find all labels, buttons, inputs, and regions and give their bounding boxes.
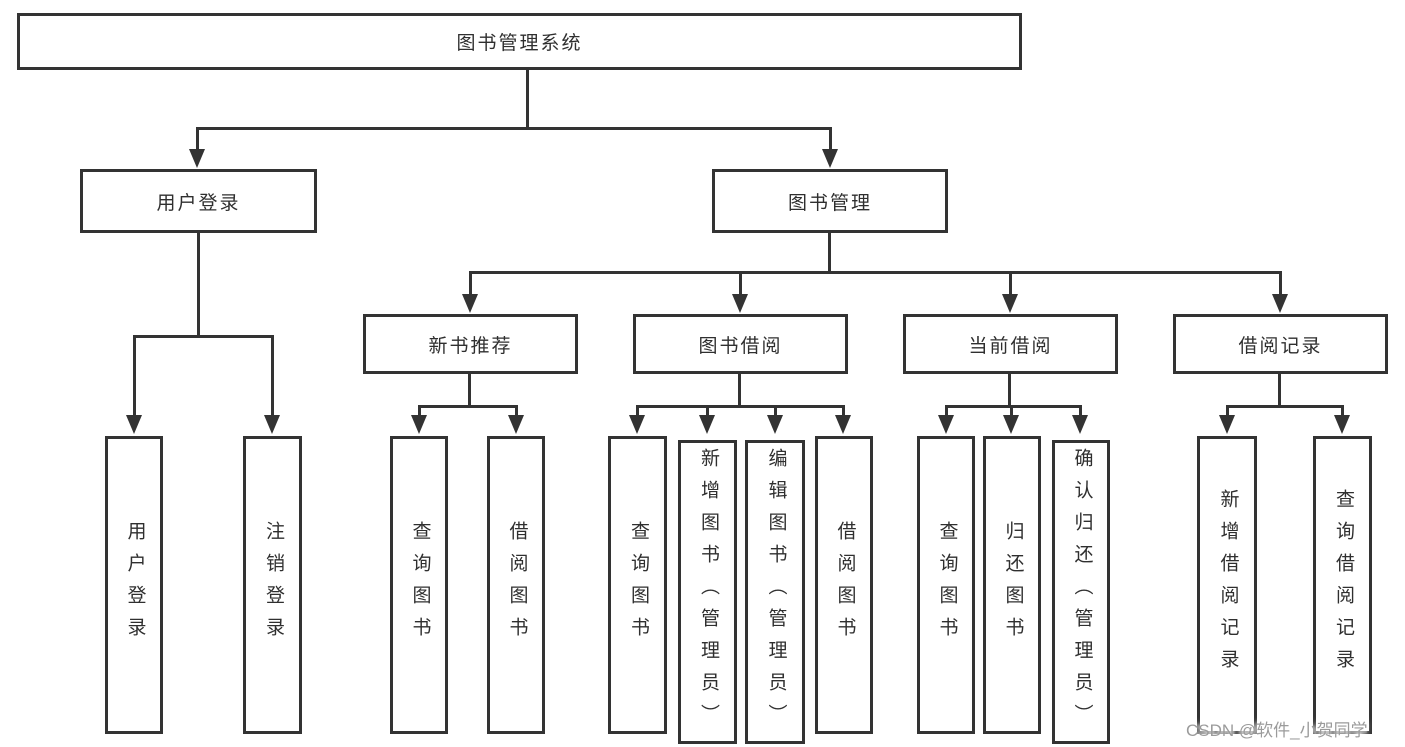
node-label: 借阅图书 — [834, 521, 856, 649]
connector-user-login-drop — [197, 233, 200, 338]
connector-arrow-stem — [133, 335, 136, 416]
arrowhead — [126, 415, 142, 434]
arrowhead — [835, 415, 851, 434]
node-label: 查询图书 — [627, 521, 649, 649]
arrowhead — [508, 415, 524, 434]
node-label: 归还图书 — [1002, 521, 1024, 649]
leaf-query-borrow-record: 查询借阅记录 — [1313, 436, 1372, 734]
node-label: 新增图书（管理员） — [697, 448, 719, 736]
node-label: 查询图书 — [936, 521, 958, 649]
leaf-edit-books-admin: 编辑图书（管理员） — [745, 440, 805, 744]
node-label: 查询图书 — [409, 521, 431, 649]
arrowhead — [732, 294, 748, 313]
connector-arrow-stem — [515, 405, 518, 417]
arrowhead — [1002, 294, 1018, 313]
arrowhead — [411, 415, 427, 434]
node-label: 当前借阅 — [968, 335, 1053, 357]
connector-arrow-stem — [1010, 405, 1013, 417]
connector-arrow-stem — [636, 405, 639, 417]
arrowhead — [1334, 415, 1350, 434]
node-label: 查询借阅记录 — [1332, 489, 1354, 681]
node-borrowing-records: 借阅记录 — [1173, 314, 1388, 374]
node-label: 用户登录 — [124, 521, 146, 649]
connector-level2-rail — [469, 271, 1281, 274]
connector-arrow-stem — [739, 271, 742, 295]
connector-arrow-stem — [945, 405, 948, 417]
leaf-return-books: 归还图书 — [983, 436, 1041, 734]
node-new-book-recommend: 新书推荐 — [363, 314, 578, 374]
connector-arrow-stem — [842, 405, 845, 417]
leaf-add-borrow-record: 新增借阅记录 — [1197, 436, 1257, 734]
connector-group-drop — [738, 374, 741, 408]
node-user-login: 用户登录 — [80, 169, 317, 233]
leaf-query-books-borrowing: 查询图书 — [608, 436, 667, 734]
arrowhead — [1072, 415, 1088, 434]
connector-user-login-rail — [133, 335, 273, 338]
arrowhead — [1219, 415, 1235, 434]
connector-group-rail — [1226, 405, 1344, 408]
connector-arrow-stem — [196, 127, 199, 151]
leaf-query-books-current: 查询图书 — [917, 436, 975, 734]
leaf-logout: 注销登录 — [243, 436, 302, 734]
connector-arrow-stem — [774, 405, 777, 417]
connector-arrow-stem — [1279, 271, 1282, 295]
arrowhead — [938, 415, 954, 434]
leaf-confirm-return-admin: 确认归还（管理员） — [1052, 440, 1110, 744]
node-label: 注销登录 — [262, 521, 284, 649]
node-label: 新增借阅记录 — [1217, 489, 1239, 681]
leaf-add-books-admin: 新增图书（管理员） — [678, 440, 737, 744]
node-label: 编辑图书（管理员） — [765, 448, 787, 736]
arrowhead — [822, 149, 838, 168]
node-label: 借阅记录 — [1238, 335, 1323, 357]
connector-root-drop — [526, 70, 529, 130]
node-book-management: 图书管理 — [712, 169, 948, 233]
arrowhead — [1003, 415, 1019, 434]
connector-group-drop — [1008, 374, 1011, 408]
arrowhead — [699, 415, 715, 434]
connector-arrow-stem — [469, 271, 472, 295]
connector-level1-rail — [196, 127, 830, 130]
connector-group-rail — [945, 405, 1082, 408]
leaf-borrow-books-recommend: 借阅图书 — [487, 436, 545, 734]
connector-group-rail — [636, 405, 845, 408]
arrowhead — [629, 415, 645, 434]
node-label: 图书借阅 — [698, 335, 783, 357]
node-label: 图书管理系统 — [456, 33, 583, 54]
connector-book-mgmt-drop — [828, 233, 831, 274]
connector-arrow-stem — [829, 127, 832, 151]
leaf-query-books-recommend: 查询图书 — [390, 436, 448, 734]
connector-arrow-stem — [706, 405, 709, 417]
node-label: 确认归还（管理员） — [1071, 448, 1093, 736]
connector-group-drop — [1278, 374, 1281, 408]
watermark: CSDN @软件_小贺同学 — [1186, 721, 1368, 740]
connector-arrow-stem — [1226, 405, 1229, 417]
node-root: 图书管理系统 — [17, 13, 1022, 70]
leaf-borrow-books-borrowing: 借阅图书 — [815, 436, 873, 734]
arrowhead — [264, 415, 280, 434]
arrowhead — [462, 294, 478, 313]
connector-arrow-stem — [1341, 405, 1344, 417]
connector-arrow-stem — [271, 335, 274, 416]
connector-arrow-stem — [1009, 271, 1012, 295]
connector-arrow-stem — [418, 405, 421, 417]
node-book-borrowing: 图书借阅 — [633, 314, 848, 374]
connector-arrow-stem — [1079, 405, 1082, 417]
connector-group-rail — [418, 405, 517, 408]
node-current-borrowing: 当前借阅 — [903, 314, 1118, 374]
connector-group-drop — [468, 374, 471, 408]
node-label: 新书推荐 — [428, 335, 513, 357]
arrowhead — [189, 149, 205, 168]
node-label: 借阅图书 — [506, 521, 528, 649]
node-label: 用户登录 — [156, 192, 241, 214]
node-label: 图书管理 — [787, 192, 872, 214]
leaf-user-login: 用户登录 — [105, 436, 163, 734]
arrowhead — [767, 415, 783, 434]
arrowhead — [1272, 294, 1288, 313]
